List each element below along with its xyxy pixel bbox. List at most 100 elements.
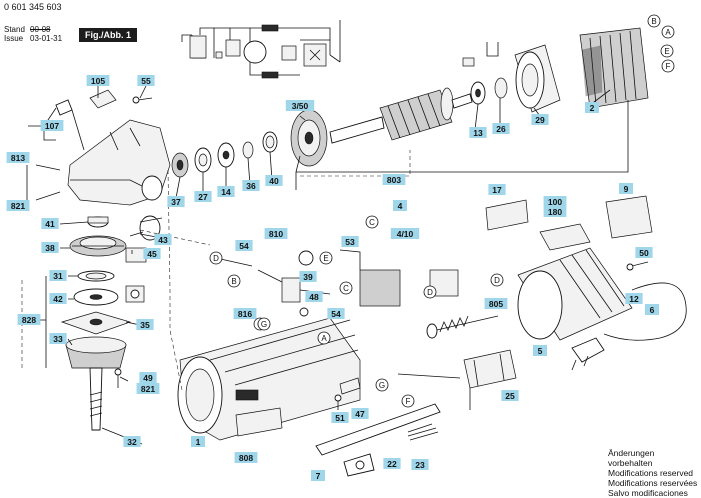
svg-text:50: 50 bbox=[639, 248, 649, 258]
part-tag-17: 17 bbox=[488, 184, 506, 195]
part-tag-13: 13 bbox=[469, 127, 487, 138]
svg-text:39: 39 bbox=[303, 272, 313, 282]
connection-marker-e: E bbox=[319, 251, 333, 265]
connection-marker-c: C bbox=[365, 215, 379, 229]
svg-text:25: 25 bbox=[505, 391, 515, 401]
svg-text:F: F bbox=[406, 397, 411, 406]
connection-letter-markers: BAECFDDEBCDCGAFG bbox=[209, 14, 675, 408]
connection-marker-d: D bbox=[423, 285, 437, 299]
part-tag-2: 2 bbox=[585, 102, 599, 113]
part-tag-1: 1 bbox=[191, 436, 205, 447]
svg-text:17: 17 bbox=[492, 185, 502, 195]
connection-marker-f: F bbox=[401, 394, 415, 408]
connection-marker-f: F bbox=[661, 59, 675, 73]
connection-marker-d: D bbox=[490, 273, 504, 287]
note-en: Modifications reserved bbox=[608, 468, 694, 478]
part-tag-821: 821 bbox=[136, 383, 160, 394]
part-tag-12: 12 bbox=[625, 293, 643, 304]
stand-label: Stand bbox=[4, 25, 25, 34]
svg-text:9: 9 bbox=[624, 184, 629, 194]
svg-text:803: 803 bbox=[387, 175, 401, 185]
svg-text:40: 40 bbox=[269, 176, 279, 186]
part-tag-5: 5 bbox=[533, 345, 547, 356]
svg-text:32: 32 bbox=[127, 437, 137, 447]
svg-text:G: G bbox=[379, 381, 385, 390]
part-tag-36: 36 bbox=[242, 180, 260, 191]
svg-text:48: 48 bbox=[309, 292, 319, 302]
footer-notes: Änderungen vorbehalten Modifications res… bbox=[608, 448, 701, 498]
part-tag-55: 55 bbox=[137, 75, 155, 86]
part-tag-53: 53 bbox=[341, 236, 359, 247]
part-tag-23: 23 bbox=[411, 459, 429, 470]
part-tag-50: 50 bbox=[635, 247, 653, 258]
part-tag-4: 4 bbox=[393, 200, 407, 211]
svg-text:29: 29 bbox=[535, 115, 545, 125]
old-date: 00-08 bbox=[30, 25, 51, 34]
svg-text:810: 810 bbox=[269, 229, 283, 239]
svg-text:37: 37 bbox=[171, 197, 181, 207]
leader-lines bbox=[26, 85, 629, 445]
svg-text:12: 12 bbox=[629, 294, 639, 304]
part-tag-6: 6 bbox=[645, 304, 659, 315]
svg-text:38: 38 bbox=[45, 243, 55, 253]
svg-text:36: 36 bbox=[246, 181, 256, 191]
part-tag-805: 805 bbox=[484, 298, 508, 309]
svg-text:41: 41 bbox=[45, 219, 55, 229]
issue-label: Issue bbox=[4, 34, 24, 43]
part-tag-808: 808 bbox=[234, 452, 258, 463]
svg-text:49: 49 bbox=[143, 373, 153, 383]
part-tag-26: 26 bbox=[492, 123, 510, 134]
part-tag-54: 54 bbox=[235, 240, 253, 251]
svg-text:33: 33 bbox=[53, 334, 63, 344]
connection-marker-a: A bbox=[661, 25, 675, 39]
svg-text:C: C bbox=[369, 218, 375, 227]
part-tag-33: 33 bbox=[49, 333, 67, 344]
svg-text:23: 23 bbox=[415, 460, 425, 470]
part-tag-39: 39 bbox=[299, 271, 317, 282]
part-number: 0 601 345 603 bbox=[4, 2, 62, 12]
part-tag-14: 14 bbox=[217, 186, 235, 197]
connection-marker-b: B bbox=[647, 14, 661, 28]
part-tag-45: 45 bbox=[143, 248, 161, 259]
svg-text:821: 821 bbox=[141, 384, 155, 394]
svg-text:F: F bbox=[666, 62, 671, 71]
part-tag-49: 49 bbox=[139, 372, 157, 383]
part-tag-107: 107 bbox=[40, 120, 64, 131]
svg-text:53: 53 bbox=[345, 237, 355, 247]
part-tag-22: 22 bbox=[383, 458, 401, 469]
part-tag-9: 9 bbox=[619, 183, 633, 194]
connection-marker-c: C bbox=[339, 281, 353, 295]
svg-text:26: 26 bbox=[496, 124, 506, 134]
svg-text:42: 42 bbox=[53, 294, 63, 304]
svg-text:G: G bbox=[261, 320, 267, 329]
part-tag-828: 828 bbox=[17, 314, 41, 325]
svg-text:D: D bbox=[494, 276, 500, 285]
figure-label: Fig./Abb. 1 bbox=[79, 28, 137, 42]
guard-and-head bbox=[55, 89, 278, 206]
svg-text:4/10: 4/10 bbox=[397, 229, 414, 239]
svg-text:4: 4 bbox=[398, 201, 403, 211]
connection-marker-b: B bbox=[227, 274, 241, 288]
part-tag-810: 810 bbox=[264, 228, 288, 239]
svg-text:6: 6 bbox=[650, 305, 655, 315]
part-tag-3-50: 3/50 bbox=[285, 100, 315, 111]
svg-text:7: 7 bbox=[316, 471, 321, 481]
svg-text:54: 54 bbox=[331, 309, 341, 319]
svg-text:105: 105 bbox=[91, 76, 105, 86]
part-tag-42: 42 bbox=[49, 293, 67, 304]
note-fr: Modifications reservées bbox=[608, 478, 698, 488]
part-tag-35: 35 bbox=[136, 319, 154, 330]
issue-date: 03-01-31 bbox=[30, 34, 63, 43]
note-de: Änderungen vorbehalten bbox=[608, 448, 655, 468]
svg-text:2: 2 bbox=[590, 103, 595, 113]
svg-text:55: 55 bbox=[141, 76, 151, 86]
svg-text:27: 27 bbox=[198, 192, 208, 202]
note-es: Salvo modificaciones bbox=[608, 488, 688, 498]
part-tag-27: 27 bbox=[194, 191, 212, 202]
svg-text:808: 808 bbox=[239, 453, 253, 463]
svg-text:E: E bbox=[664, 47, 669, 56]
svg-text:180: 180 bbox=[548, 207, 562, 217]
part-tag-38: 38 bbox=[41, 242, 59, 253]
svg-text:821: 821 bbox=[11, 201, 25, 211]
